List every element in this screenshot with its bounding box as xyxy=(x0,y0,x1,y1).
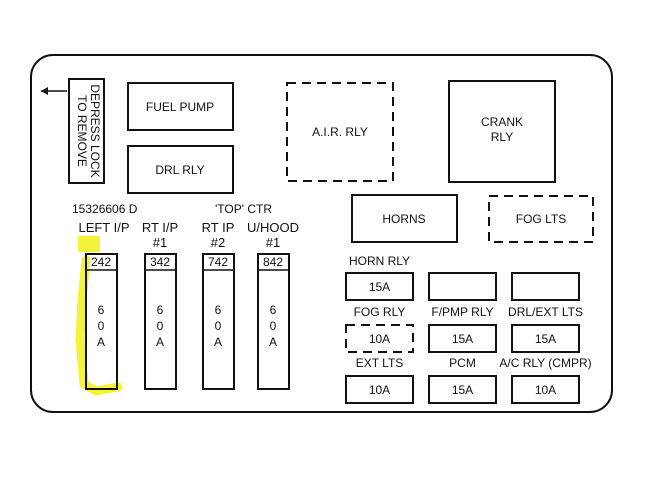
depress-lock-box xyxy=(68,78,105,184)
mini-fuse-body xyxy=(511,272,580,301)
mini-fuse-body xyxy=(511,375,580,404)
mini-fuse: FOG RLY 10A xyxy=(345,305,414,353)
maxi-fuse-rating-char: 6 xyxy=(157,303,164,317)
maxi-fuse: LEFT I/P 242 6 0A xyxy=(78,220,130,390)
mini-fuse-value: 10A xyxy=(369,332,390,346)
crank-label-1: CRANK xyxy=(481,115,523,129)
horns-label: HORNS xyxy=(382,212,425,226)
mini-fuse xyxy=(428,272,497,301)
crank-relay xyxy=(448,80,556,183)
maxi-fuse-rating-char: 6 xyxy=(215,303,222,317)
mini-fuse-value: 15A xyxy=(452,332,473,346)
maxi-fuse-rating-char: 0 xyxy=(215,319,222,333)
mini-fuse-label: F/PMP RLY xyxy=(431,305,493,319)
maxi-fuse-rating-char: A xyxy=(214,335,222,349)
maxi-fuse-label: U/HOOD xyxy=(247,220,299,235)
highlight-marks xyxy=(75,236,123,396)
mini-fuse-body xyxy=(428,272,497,301)
maxi-fuse: RT I/P#1 342 6 0A xyxy=(142,220,178,390)
mini-fuse: EXT LTS 10A xyxy=(345,356,414,404)
maxi-fuse-rating-char: 0 xyxy=(157,319,164,333)
fuse-block-outline xyxy=(30,54,613,413)
mini-fuse-value: 10A xyxy=(369,383,390,397)
drl-label: DRL RLY xyxy=(155,163,204,177)
air-relay-label: A.I.R. RLY xyxy=(312,125,368,139)
maxi-fuse-label: RT IP xyxy=(202,220,235,235)
mini-fuse-body xyxy=(345,272,414,301)
maxi-fuse-label: RT I/P xyxy=(142,220,178,235)
mini-fuse-value: 10A xyxy=(535,383,556,397)
maxi-fuse-body xyxy=(144,253,177,390)
mini-fuse: F/PMP RLY 15A xyxy=(428,305,497,353)
air-relay xyxy=(286,82,394,182)
maxi-fuse-rating-char: 0 xyxy=(98,319,105,333)
part-number: 15326606 D xyxy=(72,202,138,216)
mini-fuse xyxy=(511,272,580,301)
maxi-fuse-rating-char: A xyxy=(156,335,164,349)
maxi-fuse-code: 342 xyxy=(150,255,170,269)
maxi-fuse-body xyxy=(257,253,290,390)
crank-label-2: RLY xyxy=(491,130,513,144)
mini-fuse-body xyxy=(345,324,414,353)
maxi-fuse: RT IP#2 742 6 0A xyxy=(202,220,235,390)
mini-fuse: HORN RLY 15A xyxy=(345,254,414,301)
fuel-pump-relay xyxy=(127,82,234,131)
maxi-fuse-rating-char: A xyxy=(269,335,277,349)
depress-lock-label-2: TO REMOVE xyxy=(75,95,89,167)
maxi-fuse-code: 242 xyxy=(91,255,111,269)
depress-lock-tab: DEPRESS LOCK TO REMOVE xyxy=(41,78,105,184)
maxi-fuse-body xyxy=(202,253,235,390)
horns-relay xyxy=(351,194,458,243)
maxi-fuse-label-number: #1 xyxy=(266,235,280,250)
left-arrow-icon xyxy=(41,87,48,95)
mini-fuse-value: 15A xyxy=(535,332,556,346)
mini-fuse-value: 15A xyxy=(452,383,473,397)
mini-fuse-label: HORN RLY xyxy=(349,254,410,268)
mini-fuse-label: FOG RLY xyxy=(354,305,406,319)
fog-lts-label: FOG LTS xyxy=(516,212,566,226)
mini-fuse-label: PCM xyxy=(449,356,476,370)
mini-fuse: A/C RLY (CMPR) 10A xyxy=(499,356,592,404)
mini-fuse-label: A/C RLY (CMPR) xyxy=(499,356,591,370)
mini-fuse-body xyxy=(428,324,497,353)
maxi-fuse-body xyxy=(85,253,118,390)
mini-fuse-label: DRL/EXT LTS xyxy=(508,305,583,319)
maxi-fuse-label-number: #2 xyxy=(211,235,225,250)
depress-lock-label-1: DEPRESS LOCK xyxy=(88,84,102,177)
fog-lts-relay xyxy=(488,195,594,243)
mini-fuse-label: EXT LTS xyxy=(356,356,404,370)
maxi-fuse-code: 842 xyxy=(263,255,283,269)
mini-fuse-body xyxy=(511,324,580,353)
maxi-fuse-rating-char: 0 xyxy=(270,319,277,333)
mini-fuse: DRL/EXT LTS 15A xyxy=(508,305,583,353)
mini-fuse-value: 15A xyxy=(369,280,390,294)
mini-fuse-body xyxy=(345,375,414,404)
maxi-fuse-rating-char: A xyxy=(97,335,105,349)
mini-fuse: PCM 15A xyxy=(428,356,497,404)
maxi-fuse-label: LEFT I/P xyxy=(78,220,129,235)
top-ctr-label: 'TOP' CTR xyxy=(215,202,272,216)
mini-fuse-body xyxy=(428,375,497,404)
drl-relay xyxy=(127,145,234,194)
maxi-fuse: U/HOOD#1 842 6 0A xyxy=(247,220,299,390)
maxi-fuse-rating-char: 6 xyxy=(98,303,105,317)
fuel-pump-label: FUEL PUMP xyxy=(146,100,214,114)
maxi-fuse-label-number: #1 xyxy=(153,235,167,250)
maxi-fuse-rating-char: 6 xyxy=(270,303,277,317)
maxi-fuse-code: 742 xyxy=(208,255,228,269)
